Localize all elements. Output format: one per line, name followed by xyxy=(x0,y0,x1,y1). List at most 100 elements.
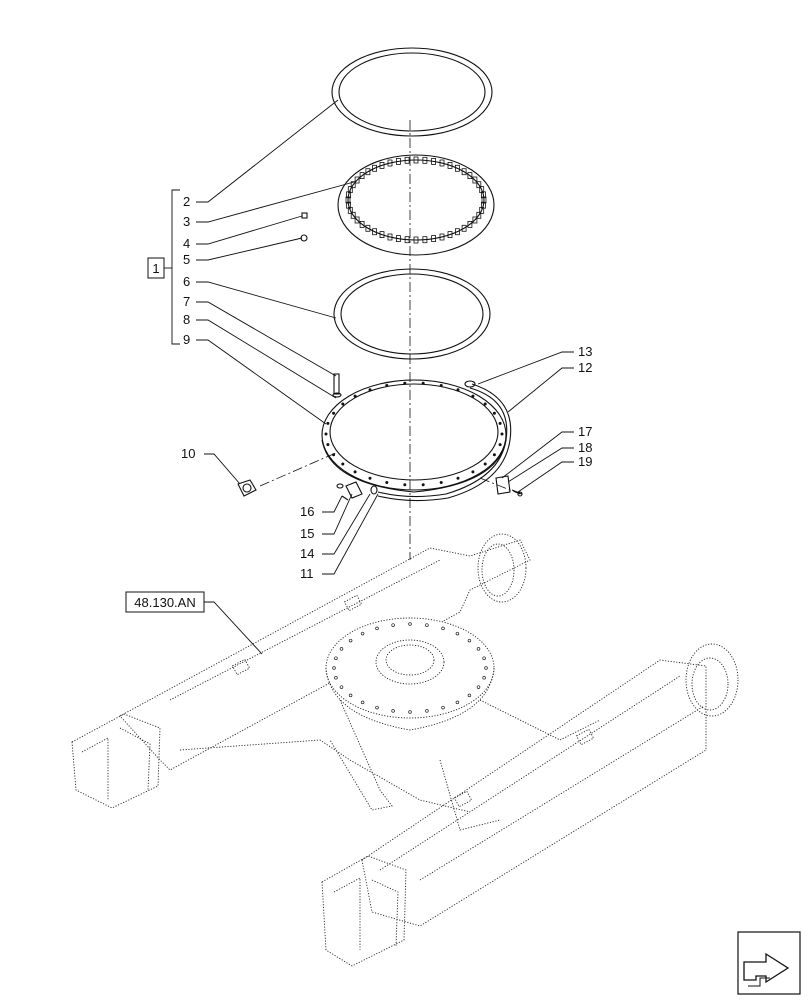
gear-tooth xyxy=(461,168,467,176)
leader-lines xyxy=(196,99,574,655)
gear-tooth xyxy=(447,161,453,169)
gear-tooth xyxy=(354,216,360,224)
gear-tooth xyxy=(395,235,401,243)
gear-tooth xyxy=(476,211,482,219)
housing-bolt-hole xyxy=(339,685,344,689)
gear-tooth xyxy=(345,196,351,204)
group-label-box xyxy=(147,257,165,279)
housing-bolt-hole xyxy=(375,705,379,710)
bearing-bolt-hole xyxy=(326,421,330,425)
gear-tooth xyxy=(379,161,385,169)
gear-tooth xyxy=(372,164,378,172)
gear-tooth xyxy=(480,191,486,199)
bearing-bolt-hole xyxy=(483,402,487,406)
bearing-bolt-hole xyxy=(324,432,328,436)
housing-bolt-hole xyxy=(482,676,486,680)
bearing-bolt-hole xyxy=(368,388,372,392)
gear-tooth xyxy=(395,157,401,165)
housing-bolt-hole xyxy=(455,631,460,636)
callout-3: 3 xyxy=(183,214,190,229)
gear-tooth xyxy=(359,220,365,228)
gear-tooth xyxy=(472,176,478,184)
part-10-fitting xyxy=(237,479,257,497)
gear-tooth xyxy=(467,220,473,228)
gear-tooth xyxy=(347,186,353,194)
bearing-bolt-hole xyxy=(439,384,443,387)
gear-tooth xyxy=(413,236,419,244)
housing-bolt-hole xyxy=(334,676,338,680)
housing-bolt-hole xyxy=(408,710,412,714)
gear-tooth xyxy=(439,233,445,241)
next-page-arrow-icon[interactable] xyxy=(737,931,801,995)
part-12-grease-pipe xyxy=(377,380,512,502)
part-14-15-16-clamp xyxy=(336,481,378,501)
reference-link[interactable]: 48.130.AN xyxy=(125,591,205,613)
callout-6: 6 xyxy=(183,274,190,289)
bearing-bolt-hole xyxy=(403,381,407,385)
gear-tooth xyxy=(379,231,385,239)
gear-tooth xyxy=(365,168,371,176)
undercarriage-frame xyxy=(71,533,739,967)
callout-8: 8 xyxy=(183,312,190,327)
housing-bolt-hole xyxy=(391,709,395,713)
callout-12: 12 xyxy=(578,360,592,375)
callout-5: 5 xyxy=(183,252,190,267)
callout-18: 18 xyxy=(578,440,592,455)
bearing-bolt-hole xyxy=(421,483,425,487)
callout-19: 19 xyxy=(578,454,592,469)
bearing-bolt-hole xyxy=(341,402,345,406)
gear-tooth xyxy=(476,181,482,189)
bearing-bolt-hole xyxy=(498,443,502,447)
bearing-bolt-hole xyxy=(483,462,487,466)
callout-9: 9 xyxy=(183,332,190,347)
bearing-bolt-hole xyxy=(385,384,389,387)
gear-tooth xyxy=(439,159,445,167)
reference-label[interactable]: 48.130.AN xyxy=(134,595,195,610)
part-7-pin xyxy=(332,373,342,398)
gear-tooth xyxy=(413,156,419,164)
housing-bolt-hole xyxy=(476,685,481,689)
housing-bolt-hole xyxy=(425,623,429,627)
gear-tooth xyxy=(365,224,371,232)
housing-bolt-hole xyxy=(360,700,365,705)
housing-bolt-hole xyxy=(425,709,429,713)
housing-bolt-hole xyxy=(348,638,353,643)
bearing-bolt-hole xyxy=(332,411,336,415)
housing-bolt-hole xyxy=(455,700,460,705)
callout-14: 14 xyxy=(300,546,314,561)
gear-tooth xyxy=(461,224,467,232)
callout-numbers: 2 3 4 5 6 7 8 9 10 11 12 13 14 15 16 17 … xyxy=(181,194,592,581)
housing-bolt-hole xyxy=(467,638,472,643)
part-10-axis-line xyxy=(259,451,339,487)
bearing-bolt-hole xyxy=(421,381,425,385)
gear-tooth xyxy=(479,206,485,214)
housing-bolt-hole xyxy=(339,647,344,651)
housing-bolt-hole xyxy=(482,656,486,660)
housing-bolt-hole xyxy=(484,666,488,670)
bearing-bolt-hole xyxy=(492,453,496,457)
part-19-axis-line xyxy=(479,477,521,495)
gear-tooth xyxy=(481,196,487,204)
bearing-bolt-hole xyxy=(439,481,443,484)
gear-tooth xyxy=(431,235,437,243)
gear-tooth xyxy=(422,156,428,164)
reference-label-box[interactable] xyxy=(125,591,205,613)
gear-tooth xyxy=(431,157,437,165)
callout-10: 10 xyxy=(181,446,195,461)
bearing-bolt-hole xyxy=(471,394,475,398)
callout-2: 2 xyxy=(183,194,190,209)
bearing-bolt-hole xyxy=(456,476,460,480)
bearing-bolt-hole xyxy=(385,481,389,484)
bearing-bolt-hole xyxy=(353,470,357,474)
group-bracket: 1 xyxy=(147,189,180,345)
callout-16: 16 xyxy=(300,504,314,519)
bearing-bolt-hole xyxy=(471,470,475,474)
housing-bolt-hole xyxy=(476,647,481,651)
bearing-bolt-hole xyxy=(492,411,496,415)
gear-tooth xyxy=(387,159,393,167)
gear-tooth xyxy=(387,233,393,241)
part-gear-ring xyxy=(300,154,495,256)
part-6-seal-ring xyxy=(333,268,491,360)
